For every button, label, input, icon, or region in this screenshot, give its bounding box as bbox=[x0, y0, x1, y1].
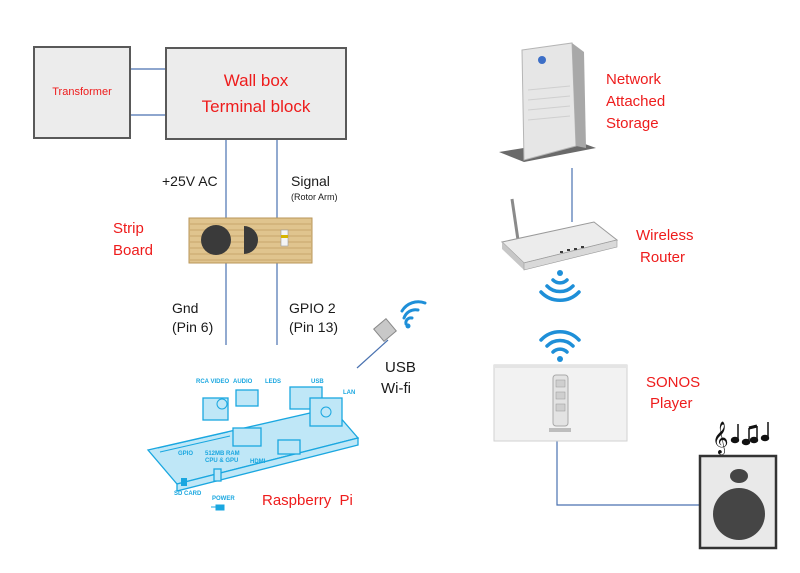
pi-power-label: POWER bbox=[212, 496, 235, 502]
router-label-line2: Router bbox=[640, 249, 686, 266]
strip-board-label-line2: Board bbox=[113, 242, 154, 259]
signal-label: Signal bbox=[291, 173, 330, 189]
router-wifi-icon bbox=[539, 270, 581, 302]
ac-label: +25V AC bbox=[162, 173, 218, 189]
wallbox-label-line1: Wall box bbox=[223, 71, 289, 90]
pi-audio-label: AUDIO bbox=[233, 379, 253, 385]
pi-usb-label: USB bbox=[311, 379, 324, 385]
transformer-box: Transformer bbox=[33, 46, 131, 139]
raspberry-pi-label: Raspberry Pi bbox=[262, 492, 353, 509]
sonos-wifi-icon bbox=[539, 330, 581, 362]
pi-sdcard-label: SD CARD bbox=[174, 491, 202, 497]
router-label-line1: Wireless bbox=[636, 227, 694, 244]
wire-usb bbox=[356, 339, 389, 369]
gnd-pin-label: (Pin 6) bbox=[172, 319, 214, 335]
strip-board-label-line1: Strip bbox=[113, 220, 144, 237]
wire-sonos-speaker bbox=[556, 440, 700, 506]
gnd-label: Gnd bbox=[172, 300, 199, 316]
signal-sublabel: (Rotor Arm) bbox=[291, 192, 338, 202]
usb-label-line2: Wi-fi bbox=[381, 380, 411, 397]
wallbox-box: Wall box Terminal block bbox=[165, 47, 347, 140]
gpio-pin-label: (Pin 13) bbox=[289, 319, 339, 335]
pi-hdmi-label: HDMI bbox=[250, 459, 266, 465]
svg-text:𝄞: 𝄞 bbox=[712, 421, 729, 455]
pi-ram-label-2: CPU & GPU bbox=[205, 458, 238, 464]
nas-label-line1: Network bbox=[606, 71, 662, 88]
nas-label-line2: Attached bbox=[606, 93, 666, 110]
pi-ram-label-1: 512MB RAM bbox=[205, 451, 240, 457]
gpio-label: GPIO 2 bbox=[289, 300, 336, 316]
nas-label-line3: Storage bbox=[606, 115, 659, 132]
sonos-label-line1: SONOS bbox=[646, 374, 701, 391]
pi-leds-label: LEDS bbox=[265, 379, 281, 385]
music-notes-icon: 𝄞 bbox=[712, 421, 729, 455]
sonos-label-line2: Player bbox=[650, 395, 693, 412]
wallbox-label-line2: Terminal block bbox=[201, 97, 311, 116]
transformer-label: Transformer bbox=[52, 86, 112, 98]
pi-rca-label: RCA VIDEO bbox=[196, 379, 229, 385]
pi-lan-label: LAN bbox=[343, 390, 355, 396]
usb-label-line1: USB bbox=[385, 359, 416, 376]
pi-gpio-label: GPIO bbox=[178, 451, 193, 457]
